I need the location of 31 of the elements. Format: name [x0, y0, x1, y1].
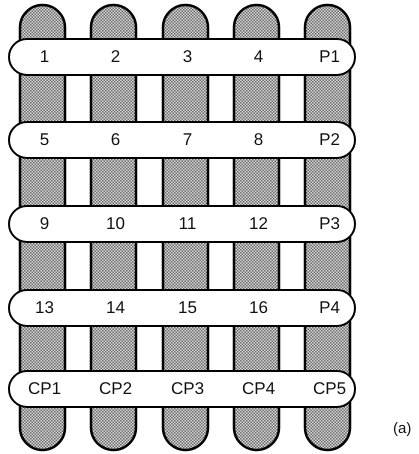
row-band	[8, 38, 356, 76]
cell-label: CP4	[242, 379, 276, 399]
row-band	[8, 370, 356, 408]
cell-label: P3	[319, 214, 340, 234]
cell-label: 11	[178, 214, 196, 234]
cell-label: 5	[40, 130, 50, 150]
cell-label: CP3	[170, 379, 204, 399]
cell-label: 8	[254, 130, 264, 150]
cell-label: 12	[249, 214, 268, 234]
cell-label: P4	[319, 298, 340, 318]
cell-label: 14	[106, 298, 125, 318]
cell-label: 4	[254, 47, 264, 67]
row-band	[8, 121, 356, 159]
cell-label: 1	[40, 47, 50, 67]
cell-label: CP2	[98, 379, 132, 399]
cell-label: 15	[178, 298, 197, 318]
cell-label: 16	[249, 298, 268, 318]
cell-label: 2	[110, 47, 120, 67]
panel-label: (a)	[393, 420, 412, 437]
cell-label: P2	[319, 130, 340, 150]
cell-label: CP5	[312, 379, 346, 399]
cell-label: 6	[110, 130, 120, 150]
cell-label: P1	[319, 47, 340, 67]
cell-label: 10	[106, 214, 125, 234]
row-band	[8, 289, 356, 327]
cell-label: 3	[182, 47, 192, 67]
row-band	[8, 205, 356, 243]
cell-label: 9	[40, 214, 50, 234]
cell-label: CP1	[28, 379, 62, 399]
cell-label: 13	[35, 298, 54, 318]
cell-label: 7	[182, 130, 192, 150]
